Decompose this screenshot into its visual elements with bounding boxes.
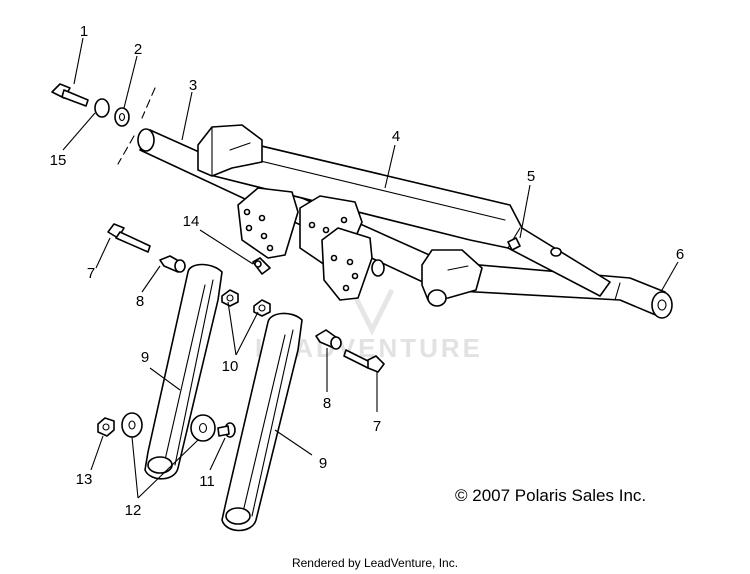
callout-3: 3 [189,77,197,94]
callout-5: 5 [527,168,535,185]
leader-lines [62,37,679,499]
nut-10-right [253,299,271,317]
bolt-1 [51,83,89,107]
nut-13 [97,417,115,437]
callout-10: 10 [222,358,239,375]
washer-12-right [190,414,216,442]
callout-9-left: 9 [141,349,149,366]
plate-right [321,227,385,301]
callout-14: 14 [183,213,200,230]
callout-2: 2 [134,41,142,58]
washer-2 [114,107,130,127]
callout-15: 15 [50,152,67,169]
bolt-7-left [107,223,151,253]
callout-8-right: 8 [323,395,331,412]
plate-left [237,187,299,259]
callout-7-right: 7 [373,418,381,435]
nut-10-left [221,289,239,307]
callout-8-left: 8 [136,293,144,310]
bolt-7-right [343,349,385,373]
axle-tube [137,128,673,319]
pin-11 [217,422,236,438]
callout-11: 11 [199,473,215,490]
callout-7-left: 7 [87,265,95,282]
bushing-8-left [159,255,186,273]
copyright-notice: © 2007 Polaris Sales Inc. [455,486,647,505]
washer-15 [94,98,110,118]
right-saddle [421,249,483,307]
bushing-8-right [315,329,342,350]
callout-1: 1 [80,23,88,40]
grease-fitting-14 [252,257,271,275]
callout-12: 12 [125,502,142,519]
link-arm-9-right [221,312,303,532]
left-saddle [197,124,263,177]
washer-12-left [121,412,143,438]
rendered-by-footer: Rendered by LeadVenture, Inc. [291,556,459,570]
axis-line [117,87,156,165]
callout-13: 13 [76,471,93,488]
callout-9-right: 9 [319,455,327,472]
link-arm-9-left [144,263,223,480]
grease-fitting-5 [507,237,562,257]
callout-6: 6 [676,246,684,263]
callout-4: 4 [392,128,400,145]
